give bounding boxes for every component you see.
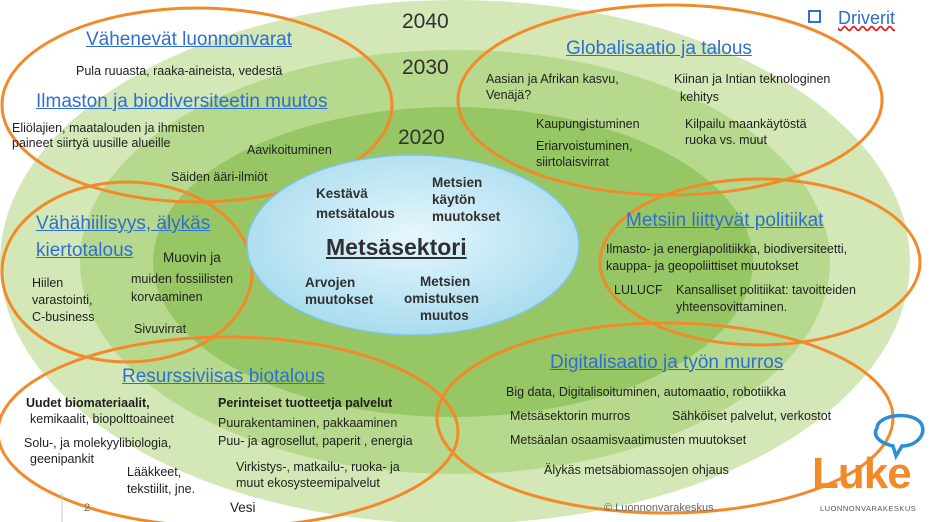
center-bottom-right-2: muutos [420,308,469,323]
text-vahenevat-0: Pula ruuasta, raaka-aineista, vedestä [76,64,283,78]
circle-vahenevat-ilmasto [0,6,394,204]
heading-ilmasto: Ilmaston ja biodiversiteetin muutos [36,91,328,112]
text-resurssiviisas-3: Puurakentaminen, pakkaaminen [218,416,398,430]
center-bottom-right-0: Metsien [420,274,471,289]
circle-politiikat [598,177,922,347]
circle-resurssiviisas [0,335,460,522]
year-2020: 2020 [398,126,445,149]
center-top-right-2: muutokset [432,209,501,224]
heading-vahenevat: Vähenevät luonnonvarat [86,29,292,50]
text-politiikat-0: Ilmasto- ja energiapolitiikka, biodivers… [606,242,848,256]
text-vahahiilisyys-1: muiden fossiilisten [131,272,234,286]
text-vahahiilisyys-4: varastointi, [32,293,93,307]
text-politiikat-1: kauppa- ja geopoliittiset muutokset [606,259,799,273]
text-globalisaatio-8: siirtolaisvirrat [536,155,609,169]
text-ilmasto-1: paineet siirtyä uusille alueille [12,136,171,150]
luke-logo-subtitle: LUONNONVARAKESKUS [820,504,917,513]
text-globalisaatio-4: Kaupungistuminen [536,117,640,131]
text-vahahiilisyys-0: Muovin ja [163,250,221,265]
text-politiikat-3: Kansalliset politiikat: tavoitteiden [676,283,856,297]
center-title: Metsäsektori [326,234,467,260]
luke-logo-bubble [873,413,925,461]
text-resurssiviisas-4: Puu- ja agrosellut, paperit , energia [218,434,413,448]
center-bottom-right-1: omistuksen [404,291,480,306]
text-vahahiilisyys-2: korvaaminen [131,290,203,304]
text-resurssiviisas-1: kemikaalit, biopolttoaineet [30,412,174,426]
text-ilmasto-3: Säiden ääri-ilmiöt [171,170,268,184]
text-globalisaatio-3: kehitys [680,90,719,104]
text-resurssiviisas-8: tekstiilit, jne. [127,482,196,496]
text-resurssiviisas-7: Lääkkeet, [127,465,182,479]
text-globalisaatio-6: ruoka vs. muut [685,133,767,147]
center-top-left-1: metsätalous [316,206,395,221]
heading-resurssiviisas: Resurssiviisas biotalous [122,366,325,387]
text-ilmasto-0: Eliölajien, maatalouden ja ihmisten [12,121,205,135]
circle-digitalisaatio [435,321,895,515]
copyright: © Luonnonvarakeskus [604,502,714,514]
text-digitalisaatio-3: Metsäalan osaamisvaatimusten muutokset [510,433,747,447]
text-digitalisaatio-1: Metsäsektorin murros [510,409,631,423]
center-bottom-left-1: muutokset [305,292,374,307]
text-resurssiviisas-6: geenipankit [30,452,94,466]
year-2030: 2030 [402,56,449,79]
heading-vahahiilisyys-0: Vähähiilisyys, älykäs [36,213,211,234]
text-ilmasto-2: Aavikoituminen [247,143,332,157]
center-bottom-left-0: Arvojen [305,275,356,290]
text-resurssiviisas-11: Vesi [230,500,256,515]
text-digitalisaatio-4: Älykäs metsäbiomassojen ohjaus [544,463,729,477]
text-globalisaatio-0: Aasian ja Afrikan kasvu, [486,72,619,86]
text-digitalisaatio-0: Big data, Digitalisoituminen, automaatio… [506,385,787,399]
text-globalisaatio-5: Kilpailu maankäytöstä [685,117,807,131]
heading-digitalisaatio: Digitalisaatio ja työn murros [550,352,784,373]
text-vahahiilisyys-3: Hiilen [32,276,64,290]
text-globalisaatio-1: Venäjä? [486,88,532,102]
center-top-left-0: Kestävä [316,186,368,201]
text-politiikat-4: yhteensovittaminen. [676,300,788,314]
text-vahahiilisyys-6: Sivuvirrat [134,322,187,336]
heading-politiikat: Metsiin liittyvät politiikat [626,210,824,231]
circle-vahahiilisyys [0,180,254,364]
circle-globalisaatio [456,3,884,197]
text-politiikat-2: LULUCF [614,283,663,297]
driverit-label: Driverit [838,8,895,28]
text-resurssiviisas-2: Perinteiset tuotteetja palvelut [218,396,393,410]
text-resurssiviisas-0: Uudet biomateriaalit, [26,396,150,410]
text-resurssiviisas-10: muut ekosysteemipalvelut [236,476,380,490]
center-top-right-0: Metsien [432,175,483,190]
center-top-right-1: käytön [432,192,476,207]
text-digitalisaatio-2: Sähköiset palvelut, verkostot [672,409,832,423]
year-2040: 2040 [402,10,449,33]
center-ellipse [246,154,580,336]
text-resurssiviisas-9: Virkistys-, matkailu-, ruoka- ja [236,460,400,474]
text-resurssiviisas-5: Solu-, ja molekyylibiologia, [24,436,172,450]
text-globalisaatio-2: Kiinan ja Intian teknologinen [674,72,831,86]
text-globalisaatio-7: Eriarvoistuminen, [536,139,633,153]
text-vahahiilisyys-5: C-business [32,310,95,324]
heading-globalisaatio: Globalisaatio ja talous [566,38,752,59]
luke-logo-wordmark: Luke [812,449,912,498]
driverit-checkbox-icon [808,10,821,23]
heading-vahahiilisyys-1: kiertotalous [36,240,134,261]
page-number: 2 [84,502,91,514]
